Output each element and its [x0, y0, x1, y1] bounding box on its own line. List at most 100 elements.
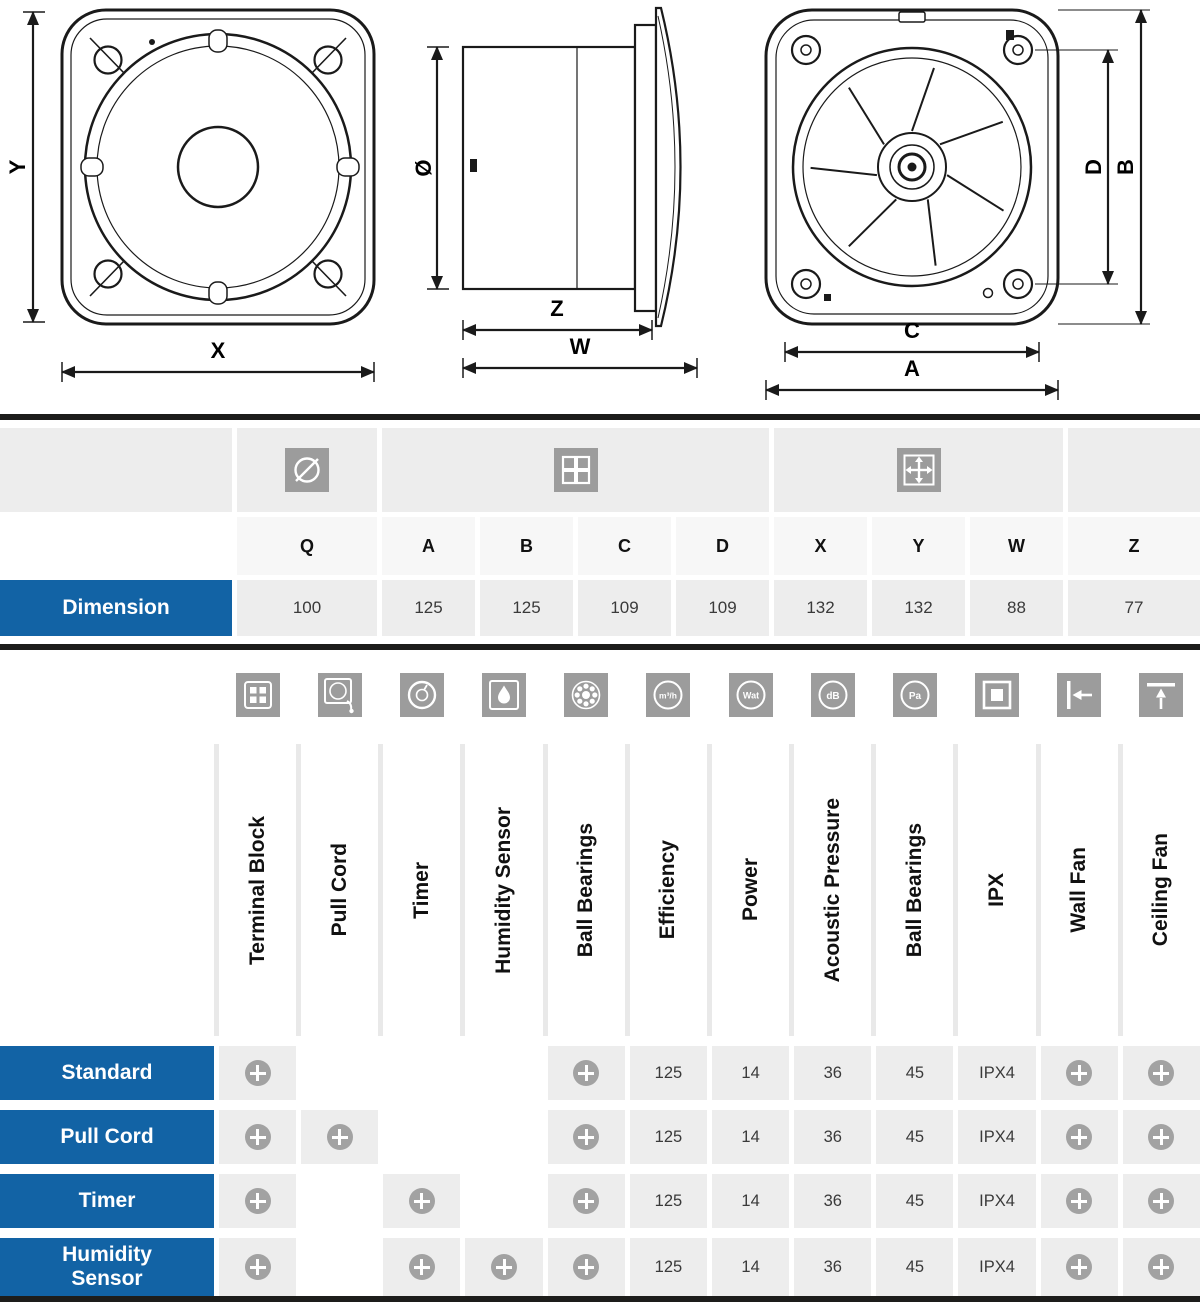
feature-header-spacer	[0, 744, 214, 1036]
feature-included-cell	[1122, 1238, 1200, 1296]
feature-icon-cell: dB	[794, 656, 871, 734]
dimension-icon-cell	[237, 428, 377, 512]
feature-included-cell	[383, 1238, 461, 1296]
feature-empty-cell	[465, 1174, 543, 1228]
plus-icon	[408, 1254, 435, 1280]
feature-included-cell	[1122, 1174, 1200, 1228]
plus-icon	[244, 1124, 271, 1150]
dimension-icon-spacer	[1068, 428, 1200, 512]
feature-header-ball-bearings-2: Ball Bearings	[876, 744, 954, 1036]
dimension-column-z: Z	[1068, 517, 1200, 575]
feature-header-ball-bearings: Ball Bearings	[547, 744, 625, 1036]
feature-header-label: IPX	[985, 873, 1009, 907]
feature-value-cell: IPX4	[958, 1238, 1036, 1296]
dim-label-w: W	[570, 334, 591, 359]
plus-icon	[1066, 1124, 1093, 1150]
plus-icon	[1066, 1188, 1093, 1214]
airflow-gauge-icon: m³/h	[646, 673, 691, 717]
feature-header-terminal-block: Terminal Block	[219, 744, 297, 1036]
feature-included-cell	[301, 1110, 379, 1164]
feature-header-label: Ball Bearings	[902, 822, 926, 958]
dimension-column-c: C	[578, 517, 671, 575]
feature-row-label: Pull Cord	[0, 1110, 214, 1164]
diameter-icon	[285, 448, 329, 492]
dim-label-z: Z	[550, 296, 563, 321]
feature-included-cell	[547, 1110, 625, 1164]
feature-value-cell: 14	[711, 1046, 790, 1100]
dimension-value-y: 132	[872, 580, 965, 636]
front-view-drawing	[23, 8, 376, 382]
feature-icon-cell	[219, 656, 296, 734]
feature-value-cell: 36	[794, 1046, 872, 1100]
back-view-drawing	[764, 8, 1150, 400]
feature-header-ceiling-fan: Ceiling Fan	[1122, 744, 1200, 1036]
feature-header-pull-cord: Pull Cord	[301, 744, 379, 1036]
feature-value-cell: 45	[876, 1046, 954, 1100]
dim-label-y: Y	[5, 159, 30, 174]
svg-text:Wat: Wat	[742, 691, 758, 701]
dim-label-b: B	[1113, 159, 1138, 175]
plus-icon	[1148, 1124, 1175, 1150]
plus-icon	[244, 1254, 271, 1280]
side-view-drawing	[427, 6, 698, 378]
feature-header-label: Efficiency	[656, 840, 680, 940]
feature-included-cell	[219, 1238, 297, 1296]
feature-empty-cell	[465, 1046, 543, 1100]
feature-included-cell	[1122, 1046, 1200, 1100]
dim-label-a: A	[904, 356, 920, 381]
feature-value-cell: 125	[629, 1174, 707, 1228]
feature-included-cell	[1040, 1110, 1118, 1164]
pressure-gauge-icon: Pa	[892, 673, 937, 717]
plus-icon	[491, 1254, 518, 1280]
feature-value-cell: 125	[629, 1238, 707, 1296]
feature-included-cell	[1122, 1110, 1200, 1164]
dimension-value-q: 100	[237, 580, 377, 636]
feature-empty-cell	[465, 1110, 543, 1164]
feature-icon-cell	[548, 656, 625, 734]
feature-included-cell	[547, 1174, 625, 1228]
terminal-block-icon	[235, 673, 280, 717]
plus-icon	[1066, 1060, 1093, 1086]
feature-empty-cell	[383, 1046, 461, 1100]
feature-header-label: Pull Cord	[327, 843, 351, 937]
power-gauge-icon: Wat	[728, 673, 773, 717]
plus-icon	[573, 1124, 600, 1150]
dim-label-x: X	[211, 338, 226, 363]
dimension-value-w: 88	[970, 580, 1063, 636]
svg-text:Pa: Pa	[909, 691, 922, 702]
plus-icon	[244, 1060, 271, 1086]
feature-icon-cell	[958, 656, 1035, 734]
feature-included-cell	[547, 1046, 625, 1100]
feature-header-label: Humidity Sensor	[492, 806, 516, 974]
dimension-letter-spacer	[0, 517, 232, 575]
feature-header-label: Terminal Block	[245, 815, 269, 965]
front-view-icon	[553, 448, 598, 492]
dimension-icon-spacer	[0, 428, 232, 512]
feature-header-power: Power	[711, 744, 790, 1036]
dimension-column-x: X	[774, 517, 867, 575]
dimension-value-a: 125	[382, 580, 475, 636]
dimension-value-c: 109	[578, 580, 671, 636]
feature-empty-cell	[301, 1238, 379, 1296]
feature-value-cell: 14	[711, 1110, 790, 1164]
dimension-row-label: Dimension	[0, 580, 232, 636]
feature-value-cell: 125	[629, 1046, 707, 1100]
feature-value-cell: 14	[711, 1238, 790, 1296]
dimension-table: Q A B C D X Y W Z Dimension 100 125 125 …	[0, 420, 1200, 644]
dimension-value-b: 125	[480, 580, 573, 636]
section-divider	[0, 644, 1200, 650]
svg-text:m³/h: m³/h	[659, 691, 677, 701]
svg-text:dB: dB	[826, 691, 839, 702]
feature-row-label: Timer	[0, 1174, 214, 1228]
feature-icon-cell	[1041, 656, 1118, 734]
acoustic-gauge-icon: dB	[810, 673, 855, 717]
feature-header-timer: Timer	[383, 744, 461, 1036]
plus-icon	[573, 1060, 600, 1086]
feature-value-cell: 45	[876, 1238, 954, 1296]
feature-value-cell: IPX4	[958, 1174, 1036, 1228]
plus-icon	[1148, 1188, 1175, 1214]
feature-empty-cell	[301, 1174, 379, 1228]
feature-icon-cell	[383, 656, 460, 734]
feature-included-cell	[219, 1110, 297, 1164]
ceiling-fan-icon	[1139, 673, 1184, 717]
